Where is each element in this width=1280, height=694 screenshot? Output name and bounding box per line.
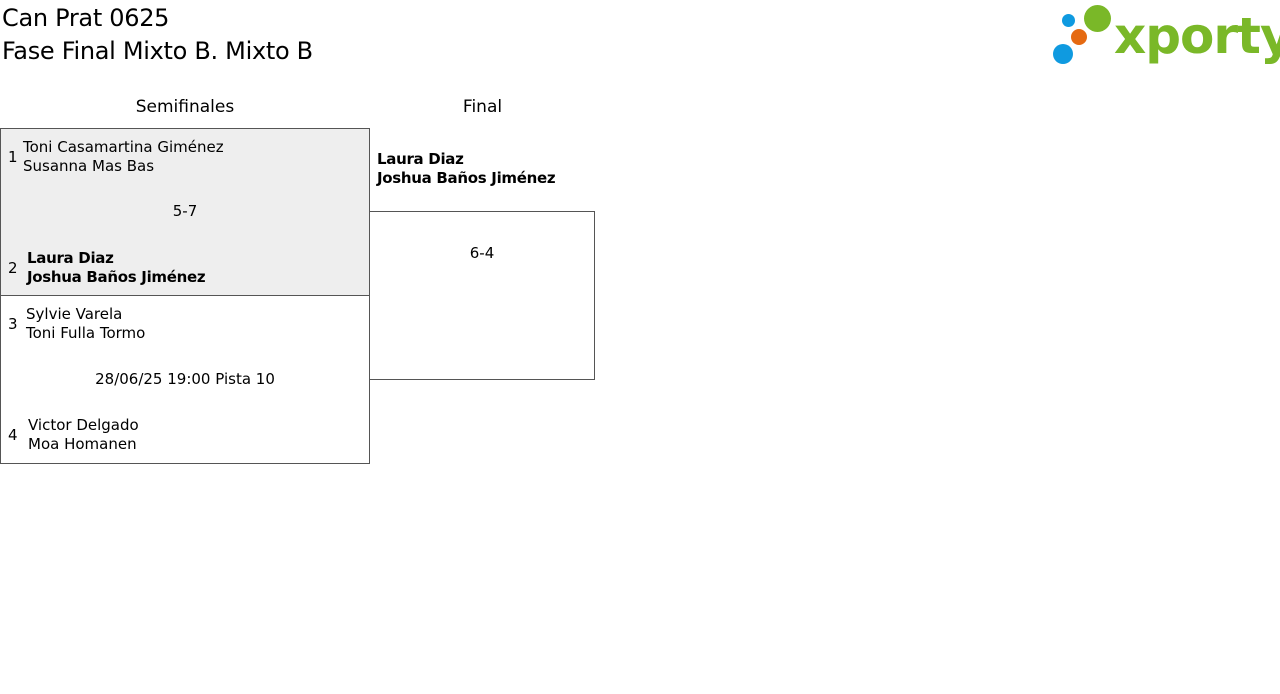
round-header-semifinals: Semifinales (135, 97, 235, 117)
player-name: Toni Casamartina Giménez (23, 138, 224, 156)
logo-dot-orange (1071, 29, 1087, 45)
player-name: Laura Diaz (377, 150, 464, 168)
player-name: Victor Delgado (28, 416, 139, 434)
seed-number: 2 (8, 259, 18, 277)
player-name: Toni Fulla Tormo (26, 324, 146, 342)
logo-dot-blue-small (1062, 14, 1075, 27)
round-header-final: Final (462, 97, 503, 117)
semifinal-match-1[interactable]: 1 Toni Casamartina Giménez Susanna Mas B… (0, 128, 370, 296)
tournament-title: Can Prat 0625 (2, 4, 170, 32)
player-name: Joshua Baños Jiménez (377, 169, 556, 187)
seed-number: 3 (8, 315, 18, 333)
team-entry: Toni Casamartina Giménez Susanna Mas Bas (23, 138, 224, 176)
player-name: Laura Diaz (27, 249, 114, 267)
seed-number: 4 (8, 426, 18, 444)
player-name: Sylvie Varela (26, 305, 123, 323)
final-winner-team: Laura Diaz Joshua Baños Jiménez (377, 150, 556, 188)
final-score: 6-4 (469, 244, 495, 262)
team-entry: Victor Delgado Moa Homanen (28, 416, 139, 454)
logo-dot-green-large (1084, 5, 1111, 32)
player-name: Moa Homanen (28, 435, 137, 453)
semifinal-match-2[interactable]: 3 Sylvie Varela Toni Fulla Tormo 28/06/2… (0, 295, 370, 464)
phase-title: Fase Final Mixto B. Mixto B (2, 37, 313, 65)
player-name: Susanna Mas Bas (23, 157, 155, 175)
match-score: 5-7 (172, 202, 198, 220)
match-schedule: 28/06/25 19:00 Pista 10 (95, 370, 275, 388)
final-match[interactable]: 6-4 (369, 211, 595, 380)
team-entry-winner: Laura Diaz Joshua Baños Jiménez (27, 249, 206, 287)
team-entry: Sylvie Varela Toni Fulla Tormo (26, 305, 145, 343)
logo-dot-blue-large (1053, 44, 1073, 64)
xporty-logo[interactable]: xporty (1052, 4, 1280, 68)
player-name: Joshua Baños Jiménez (27, 268, 206, 286)
logo-wordmark: xporty (1114, 7, 1280, 65)
seed-number: 1 (8, 148, 18, 166)
